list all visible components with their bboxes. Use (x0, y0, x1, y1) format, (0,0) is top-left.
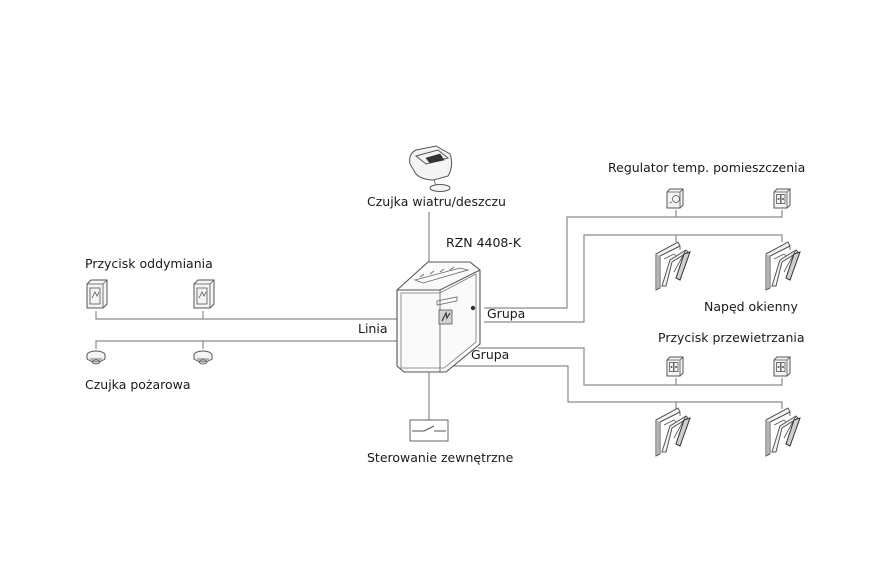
fire-detector-label: Czujka pożarowa (85, 377, 191, 392)
group1-label: Grupa (487, 306, 525, 321)
group1-actuators-label: Napęd okienny (704, 299, 798, 314)
vent-button-icon (773, 356, 791, 377)
vent-button-icon (666, 356, 684, 377)
wire-group2-actuators (450, 365, 783, 409)
weather-sensor-icon (409, 145, 453, 192)
line-label: Linia (358, 321, 388, 336)
smoke-button-icon (193, 279, 215, 309)
group2-label: Grupa (471, 347, 509, 362)
wind-rain-sensor-label: Czujka wiatru/deszczu (367, 194, 506, 209)
window-actuator-icon (765, 407, 801, 457)
smoke-button-icon (86, 279, 108, 309)
window-actuator-icon (655, 407, 691, 457)
group2-controls-label: Przycisk przewietrzania (658, 330, 805, 345)
thermostat-icon (666, 188, 684, 209)
central-unit-label: RZN 4408-K (446, 235, 522, 250)
switch-icon (409, 419, 449, 442)
smoke-detector-icon (193, 350, 213, 365)
wire-group1-actuators (484, 234, 783, 323)
control-panel-icon (396, 261, 481, 373)
smoke-detector-icon (86, 350, 106, 365)
wire-line-detectors (95, 340, 398, 349)
smoke-button-label: Przycisk oddymiania (85, 256, 213, 271)
wire-line-smoke-buttons (95, 311, 398, 320)
group1-controls-label: Regulator temp. pomieszczenia (608, 160, 805, 175)
external-control-label: Sterowanie zewnętrzne (367, 450, 514, 465)
wire-group2-controls (478, 347, 783, 386)
wire-group1-controls (484, 210, 783, 309)
window-actuator-icon (765, 241, 801, 291)
window-actuator-icon (655, 241, 691, 291)
vent-button-icon (773, 188, 791, 209)
